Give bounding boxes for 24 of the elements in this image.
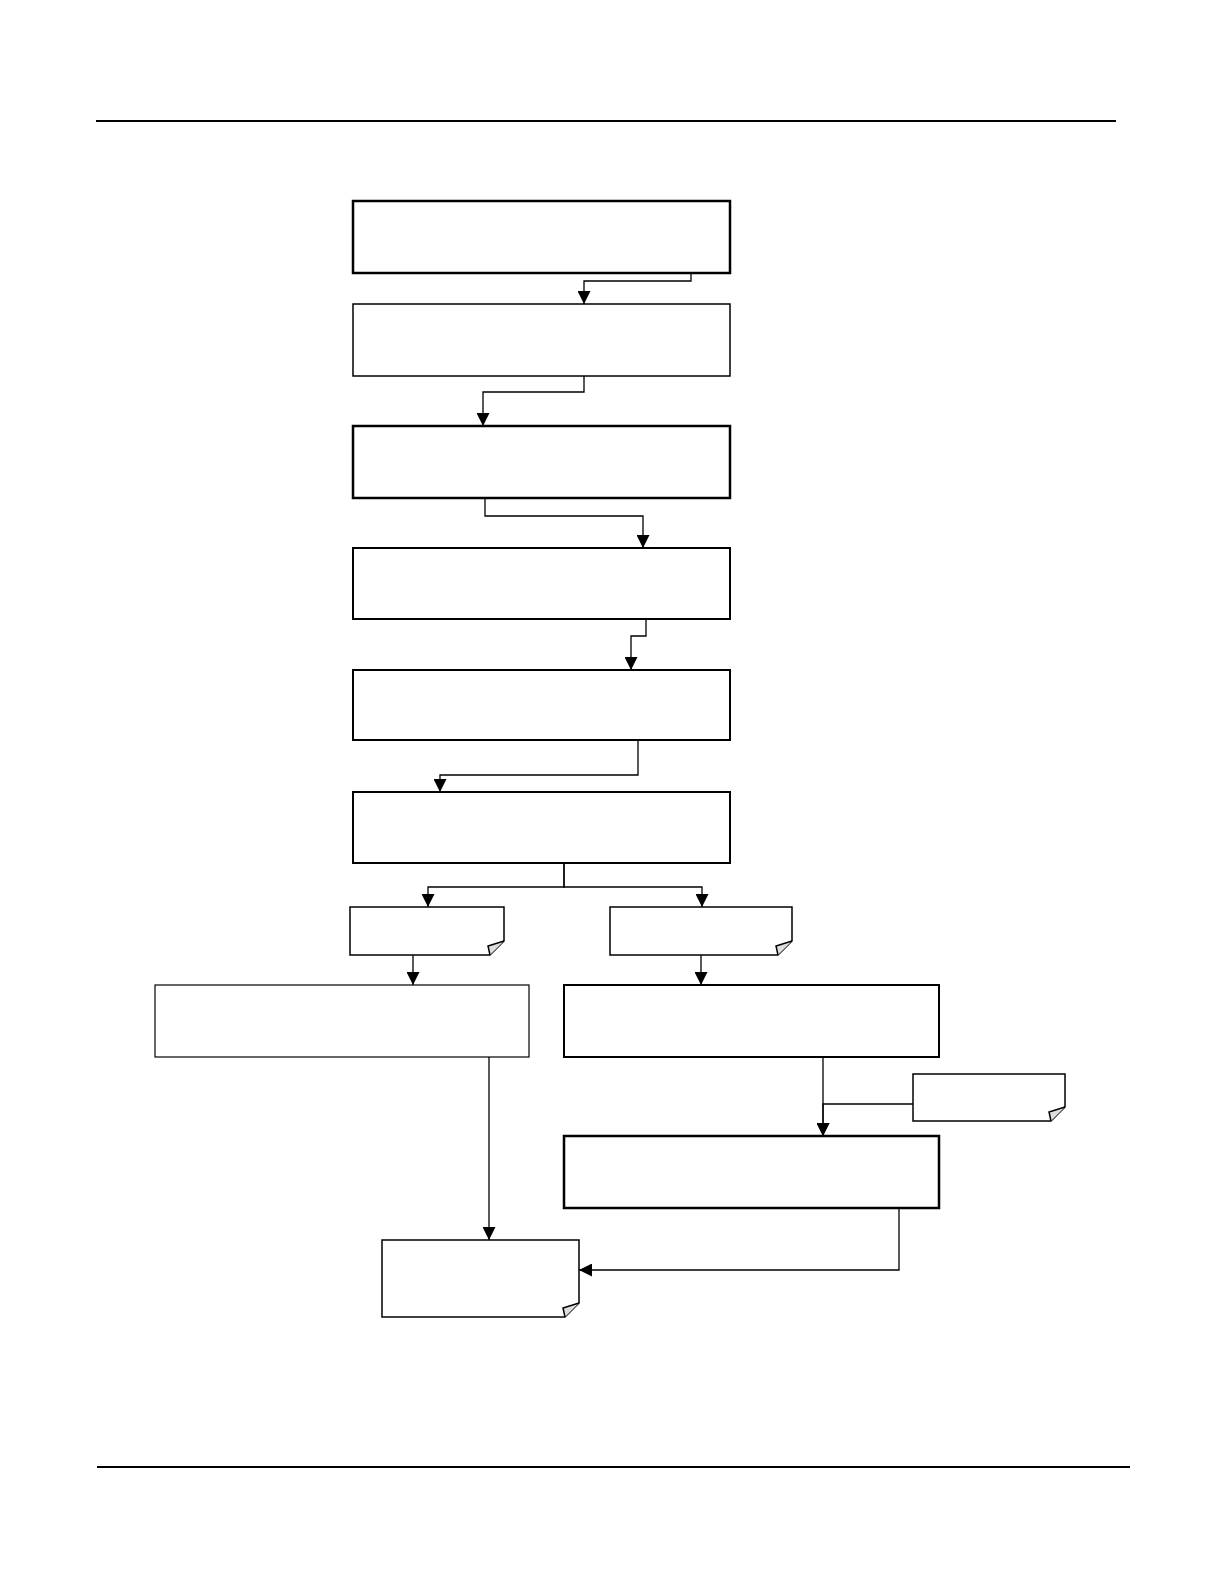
process-box — [353, 304, 730, 376]
arrow — [577, 272, 692, 305]
process-box — [353, 201, 730, 273]
arrow — [694, 954, 708, 986]
process-box — [353, 670, 730, 740]
document-shape — [382, 1240, 579, 1317]
arrow — [578, 1207, 900, 1277]
process-box — [353, 792, 730, 863]
arrow — [476, 375, 585, 427]
process-box — [564, 1136, 939, 1208]
document-shape — [350, 907, 504, 955]
arrow — [433, 739, 639, 793]
arrow — [484, 497, 650, 549]
arrow — [482, 1056, 496, 1241]
process-box — [155, 985, 529, 1057]
process-box — [564, 985, 939, 1057]
arrow — [816, 1103, 914, 1137]
arrow — [624, 618, 647, 671]
document-shape — [913, 1074, 1065, 1121]
arrow — [406, 954, 420, 986]
process-box — [353, 426, 730, 498]
arrow — [563, 862, 709, 908]
document-shape — [610, 907, 792, 955]
process-box — [353, 548, 730, 619]
